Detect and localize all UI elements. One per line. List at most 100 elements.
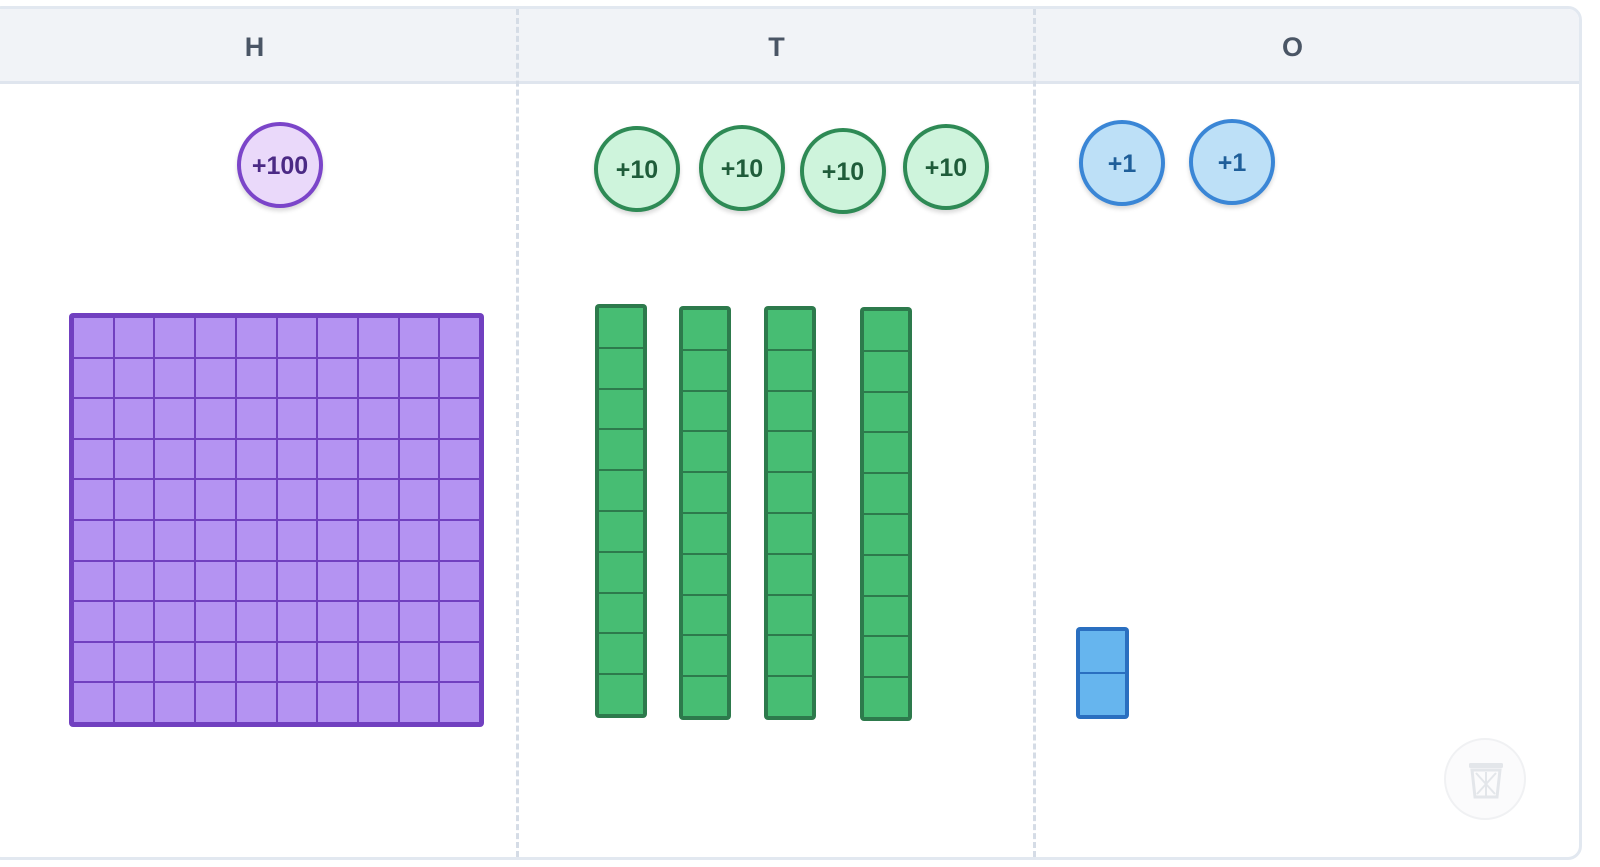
ten-rod-cell: [683, 350, 727, 390]
hundred-flat-block[interactable]: [69, 313, 484, 727]
hundred-block-cell: [277, 602, 317, 641]
hundred-block-cell: [196, 358, 235, 398]
add-hundred-button[interactable]: +100: [237, 122, 323, 208]
hundred-block-cell: [277, 358, 317, 398]
add-one-button[interactable]: +1: [1189, 119, 1275, 205]
hundred-block-cell: [74, 399, 113, 438]
hundred-block-cell: [236, 318, 276, 357]
hundred-block-cell: [155, 439, 195, 479]
hundred-block-cell: [440, 399, 479, 438]
hundred-block-cell: [358, 683, 398, 722]
ten-rod-cell: [683, 677, 727, 716]
hundred-block-cell: [277, 439, 317, 479]
hundred-block-cell: [399, 602, 439, 641]
ten-rod-cell: [599, 511, 643, 551]
hundred-block-cell: [74, 683, 113, 722]
column-header-hundreds: H: [244, 32, 265, 62]
hundred-block-cell: [236, 439, 276, 479]
hundred-block-cell: [155, 683, 195, 722]
hundred-block-cell: [399, 480, 439, 519]
ten-rod-cell: [683, 473, 727, 512]
unit-cube[interactable]: [1080, 674, 1125, 715]
hundred-block-cell: [440, 358, 479, 398]
hundred-block-cell: [236, 602, 276, 641]
hundred-block-cell: [440, 683, 479, 722]
ten-rod-cell: [599, 593, 643, 633]
hundred-block-cell: [277, 683, 317, 722]
hundred-block-cell: [155, 561, 195, 601]
ten-rod-cell: [864, 311, 908, 350]
ten-rod-block[interactable]: [679, 306, 731, 720]
hundred-block-cell: [114, 480, 154, 519]
trash-icon: [1469, 763, 1503, 799]
hundred-block-cell: [440, 520, 479, 560]
hundred-block-cell: [74, 520, 113, 560]
hundred-block-cell: [358, 480, 398, 519]
hundred-block-cell: [74, 358, 113, 398]
ten-rod-cell: [864, 637, 908, 677]
ten-rod-cell: [599, 389, 643, 429]
ten-rod-cell: [599, 308, 643, 347]
column-header-tens: T: [768, 32, 785, 62]
hundred-block-cell: [236, 399, 276, 438]
hundred-block-cell: [74, 318, 113, 357]
ten-rod-cell: [599, 634, 643, 674]
ten-rod-block[interactable]: [860, 307, 912, 721]
ten-rod-cell: [768, 595, 812, 635]
hundred-block-cell: [196, 561, 235, 601]
add-ten-button[interactable]: +10: [903, 124, 989, 210]
ten-rod-cell: [599, 675, 643, 714]
hundred-block-cell: [74, 561, 113, 601]
add-ten-button[interactable]: +10: [594, 126, 680, 212]
hundred-block-cell: [236, 683, 276, 722]
ten-rod-cell: [864, 392, 908, 432]
column-divider: [516, 9, 519, 857]
ten-rod-cell: [768, 513, 812, 553]
ten-rod-block[interactable]: [595, 304, 647, 718]
hundred-block-cell: [236, 642, 276, 682]
hundred-block-cell: [114, 561, 154, 601]
hundred-block-cell: [399, 683, 439, 722]
ten-rod-cell: [683, 432, 727, 472]
hundred-block-cell: [277, 399, 317, 438]
hundred-block-cell: [114, 358, 154, 398]
ten-rod-cell: [683, 554, 727, 594]
hundred-block-cell: [318, 602, 357, 641]
add-ten-button[interactable]: +10: [699, 125, 785, 211]
hundred-block-cell: [399, 358, 439, 398]
ten-rod-cell: [683, 636, 727, 676]
hundred-block-cell: [358, 642, 398, 682]
trash-button[interactable]: [1444, 738, 1526, 820]
hundred-block-cell: [318, 358, 357, 398]
ten-rod-cell: [599, 552, 643, 592]
ten-rod-cell: [864, 514, 908, 554]
hundred-block-cell: [399, 642, 439, 682]
ten-rod-cell: [864, 596, 908, 636]
hundred-block-cell: [399, 561, 439, 601]
hundred-block-cell: [155, 318, 195, 357]
hundred-block-cell: [114, 683, 154, 722]
column-divider: [1033, 9, 1036, 857]
hundred-block-cell: [358, 358, 398, 398]
hundred-block-cell: [399, 520, 439, 560]
ten-rod-cell: [768, 636, 812, 676]
hundred-block-cell: [74, 642, 113, 682]
ten-rod-cell: [683, 391, 727, 431]
hundred-block-cell: [74, 480, 113, 519]
add-ten-button[interactable]: +10: [800, 128, 886, 214]
hundred-block-cell: [318, 480, 357, 519]
unit-cubes-stack[interactable]: [1076, 627, 1129, 719]
unit-cube[interactable]: [1080, 631, 1125, 672]
hundred-block-cell: [440, 602, 479, 641]
add-one-button[interactable]: +1: [1079, 120, 1165, 206]
ten-rod-cell: [864, 474, 908, 513]
hundred-block-cell: [318, 318, 357, 357]
hundred-block-cell: [318, 399, 357, 438]
column-header-row: H T O: [0, 9, 1579, 84]
ten-rod-cell: [683, 513, 727, 553]
ten-rod-block[interactable]: [764, 306, 816, 720]
ten-rod-cell: [768, 554, 812, 594]
hundred-block-cell: [74, 602, 113, 641]
hundred-block-cell: [358, 439, 398, 479]
hundred-block-cell: [155, 399, 195, 438]
